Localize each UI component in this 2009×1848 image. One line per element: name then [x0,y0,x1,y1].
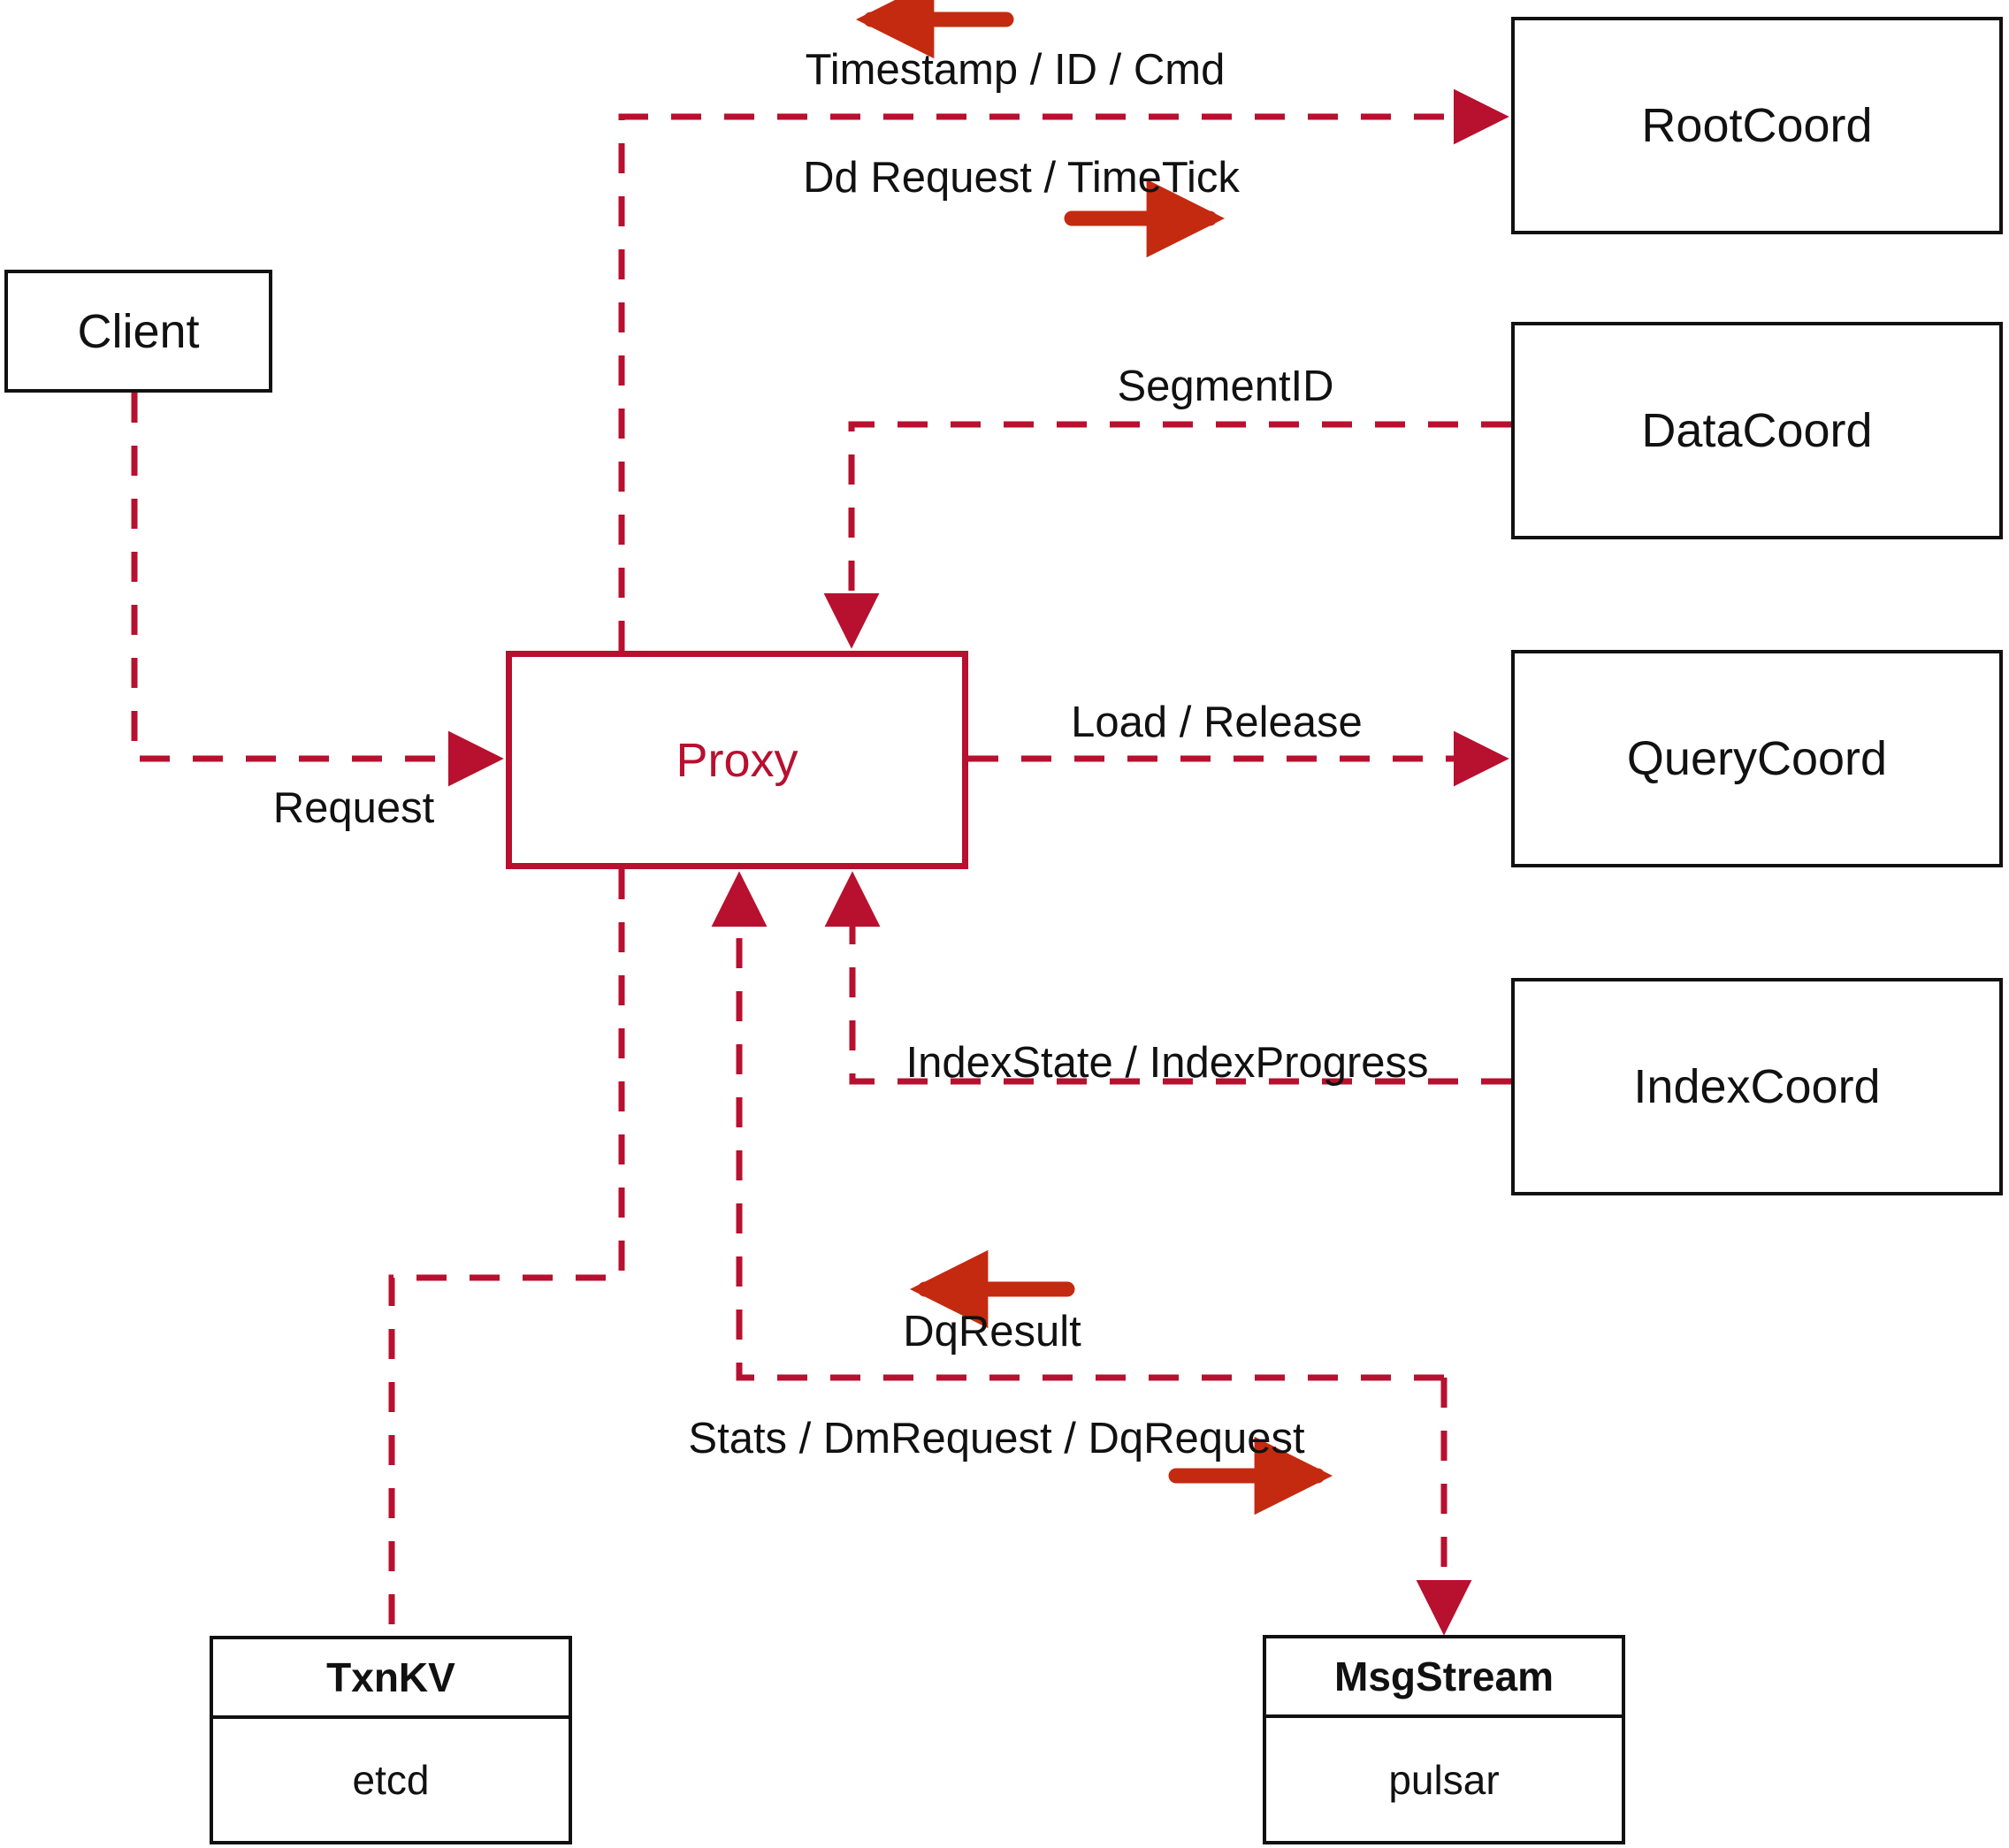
node-rootcoord[interactable]: RootCoord [1511,17,2003,234]
node-proxy[interactable]: Proxy [506,651,968,869]
edge-client-to-proxy [131,393,504,787]
node-rootcoord-label: RootCoord [1641,99,1873,152]
node-client-label: Client [77,304,200,358]
edge-label-load-release: Load / Release [1071,699,1363,746]
node-msgstream-impl: pulsar [1388,1756,1500,1803]
edge-msgstream-to-proxy [711,871,1444,1381]
edge-proxy-to-txnkv [388,869,625,1631]
node-indexcoord[interactable]: IndexCoord [1511,978,2003,1195]
edge-datacoord-to-proxy [823,421,1511,649]
node-datacoord-label: DataCoord [1641,404,1873,457]
edge-label-dd-request-timetick: Dd Request / TimeTick [803,154,1240,202]
node-proxy-label: Proxy [676,733,798,787]
edge-label-index-state-progress: IndexState / IndexProgress [905,1039,1429,1087]
edge-label-segment-id: SegmentID [1117,363,1334,410]
node-client[interactable]: Client [4,270,272,393]
node-querycoord-label: QueryCoord [1626,732,1888,785]
edge-label-request: Request [272,784,435,832]
node-datacoord[interactable]: DataCoord [1511,322,2003,539]
edge-label-timestamp-id-cmd: Timestamp / ID / Cmd [805,46,1226,94]
node-indexcoord-label: IndexCoord [1633,1060,1881,1113]
node-msgstream-header: MsgStream [1266,1638,1622,1718]
node-txnkv[interactable]: TxnKV etcd [210,1636,572,1844]
node-querycoord[interactable]: QueryCoord [1511,650,2003,867]
edge-label-stats-dm-dq-request: Stats / DmRequest / DqRequest [688,1415,1305,1462]
node-txnkv-impl: etcd [352,1757,430,1803]
node-txnkv-header: TxnKV [213,1639,569,1719]
edge-label-dq-result: DqResult [903,1308,1081,1355]
node-msgstream[interactable]: MsgStream pulsar [1263,1635,1625,1844]
